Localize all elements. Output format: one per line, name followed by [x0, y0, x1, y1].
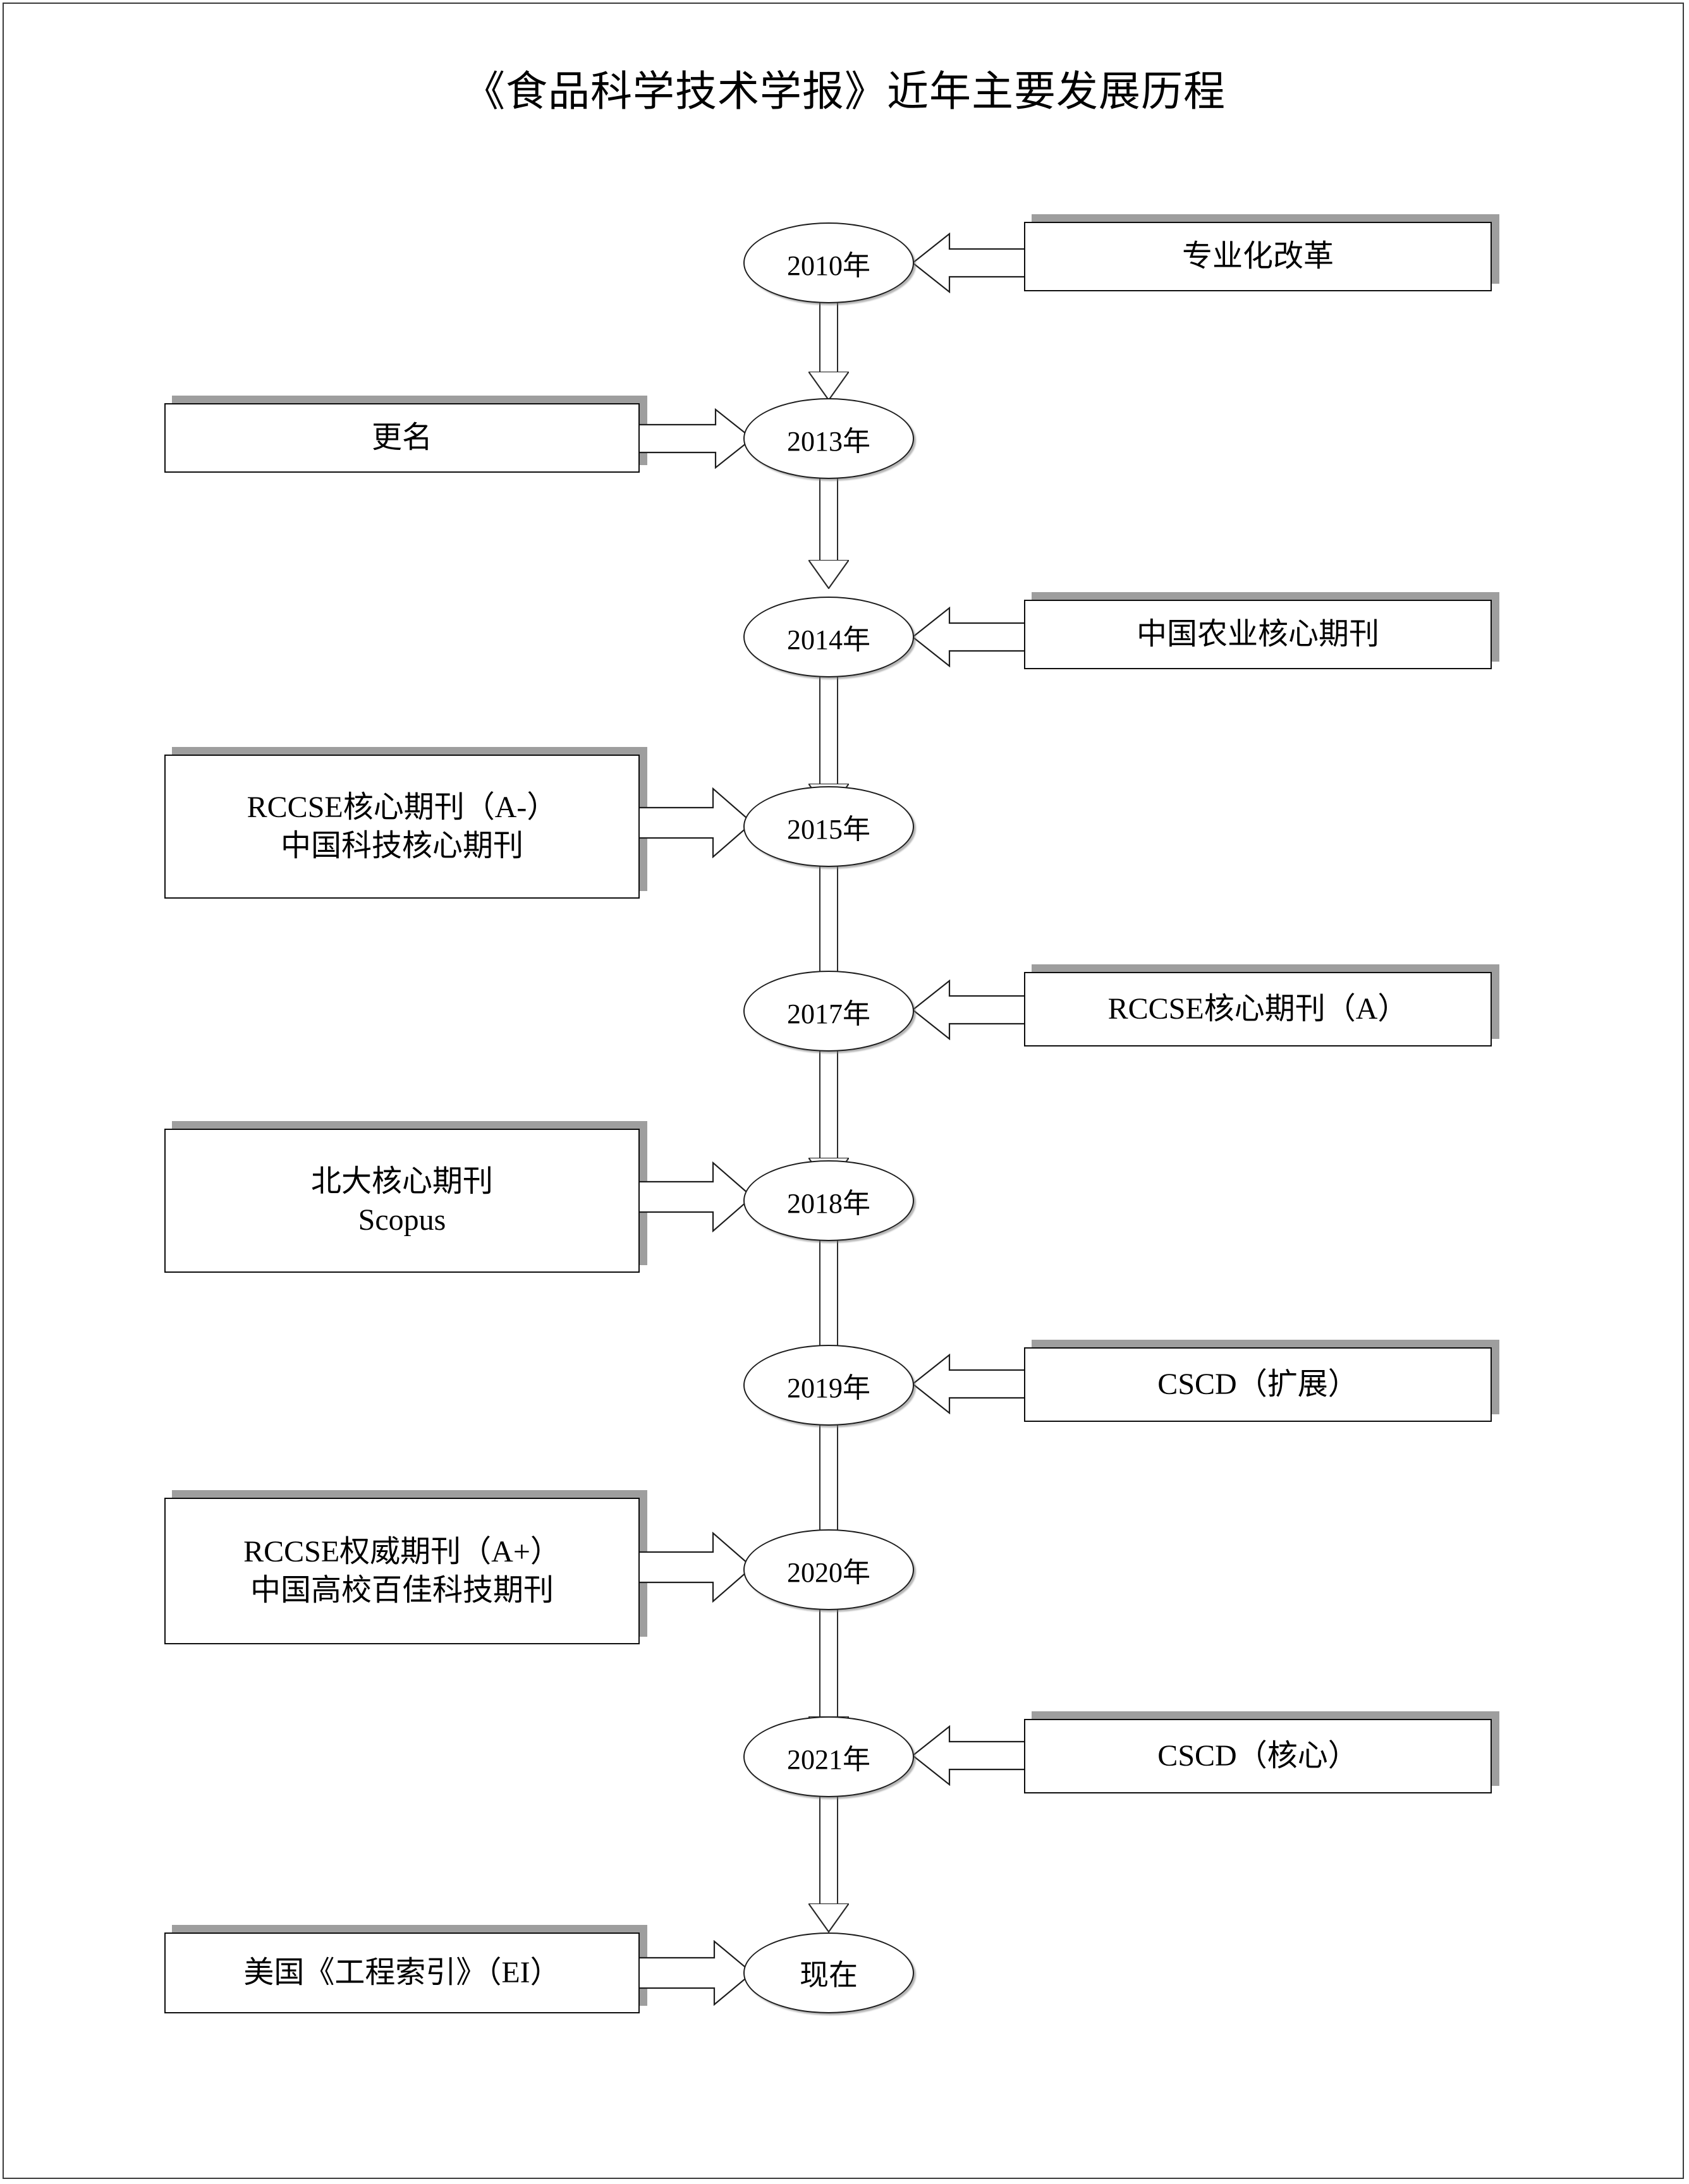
milestone-box-2010: 专业化改革 — [1024, 222, 1492, 291]
year-node-label: 2014年 — [787, 624, 870, 655]
year-node-label: 2020年 — [787, 1557, 870, 1588]
milestone-box-2013: 更名 — [164, 403, 640, 473]
milestone-box-2019: CSCD（扩展） — [1024, 1347, 1492, 1422]
milestone-label-line: 专业化改革 — [1181, 240, 1334, 274]
milestone-label-line: RCCSE核心期刊（A-） — [247, 790, 558, 824]
milestone-label-line: Scopus — [358, 1203, 446, 1237]
year-node-label: 2013年 — [787, 426, 870, 457]
arrow-to-2021 — [913, 1725, 1033, 1786]
milestone-label-line: 北大核心期刊 — [310, 1164, 493, 1198]
connector-2010-2013 — [808, 301, 849, 402]
milestone-label-line: RCCSE核心期刊（A） — [1107, 992, 1408, 1026]
milestone-box-2020: RCCSE权威期刊（A+） 中国高校百佳科技期刊 — [164, 1498, 640, 1644]
milestone-box-2017: RCCSE核心期刊（A） — [1024, 972, 1492, 1046]
milestone-box-2018: 北大核心期刊 Scopus — [164, 1129, 640, 1273]
year-node-label: 2017年 — [787, 998, 870, 1029]
milestone-label-line: CSCD（核心） — [1157, 1739, 1358, 1773]
milestone-label-line: 中国农业核心期刊 — [1136, 617, 1379, 652]
year-node-2018[interactable]: 2018年 — [743, 1160, 914, 1241]
arrow-to-2014 — [913, 607, 1033, 667]
year-node-2014[interactable]: 2014年 — [743, 597, 914, 677]
node-now[interactable]: 现在 — [743, 1932, 914, 2013]
arrow-to-2020 — [632, 1532, 752, 1603]
year-node-label: 2019年 — [787, 1373, 870, 1404]
milestone-box-now: 美国《工程索引》（EI） — [164, 1932, 640, 2013]
year-node-2020[interactable]: 2020年 — [743, 1529, 914, 1610]
arrow-to-2017 — [913, 980, 1033, 1040]
node-now-label: 现在 — [800, 1959, 858, 1991]
arrow-to-2018 — [632, 1162, 752, 1232]
page-title: 《食品科学技术学报》近年主要发展历程 — [463, 69, 1226, 115]
year-node-label: 2021年 — [787, 1744, 870, 1775]
year-node-2019[interactable]: 2019年 — [743, 1345, 914, 1426]
page-border — [3, 3, 1684, 2179]
year-node-label: 2018年 — [787, 1188, 870, 1219]
arrow-to-now — [632, 1940, 752, 2006]
year-node-2010[interactable]: 2010年 — [743, 222, 914, 303]
milestone-label-line: 中国高校百佳科技期刊 — [250, 1574, 554, 1607]
connector-2021-now — [808, 1795, 849, 1934]
year-node-label: 2010年 — [787, 250, 870, 281]
year-node-2021[interactable]: 2021年 — [743, 1716, 914, 1797]
milestone-label-line: 美国《工程索引》（EI） — [243, 1956, 561, 1990]
arrow-to-2013 — [632, 408, 752, 469]
connector-2013-2014 — [808, 476, 849, 590]
year-node-2015[interactable]: 2015年 — [743, 786, 914, 867]
milestone-box-2015: RCCSE核心期刊（A-） 中国科技核心期刊 — [164, 755, 640, 899]
arrow-to-2015 — [632, 787, 752, 858]
milestone-box-2021: CSCD（核心） — [1024, 1719, 1492, 1793]
milestone-label-line: 中国科技核心期刊 — [280, 829, 523, 863]
milestone-label-line: 更名 — [371, 421, 432, 455]
arrow-to-2019 — [913, 1354, 1033, 1414]
year-node-2013[interactable]: 2013年 — [743, 398, 914, 479]
milestone-box-2014: 中国农业核心期刊 — [1024, 600, 1492, 669]
arrow-to-2010 — [913, 233, 1033, 293]
milestone-label-line: RCCSE权威期刊（A+） — [243, 1534, 561, 1568]
milestone-label-line: CSCD（扩展） — [1157, 1368, 1358, 1402]
year-node-2017[interactable]: 2017年 — [743, 971, 914, 1052]
year-node-label: 2015年 — [787, 814, 870, 845]
